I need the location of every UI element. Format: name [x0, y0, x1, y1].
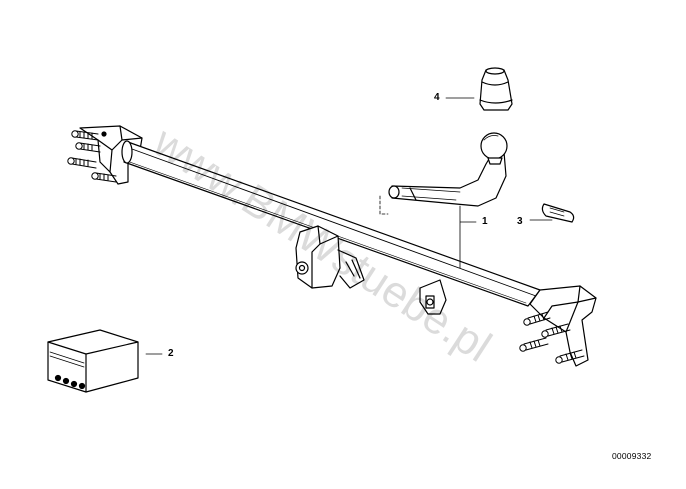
center-mount-bracket [295, 225, 365, 289]
bolt [75, 142, 101, 153]
part-label-4: 4 [434, 92, 440, 103]
bolt [555, 349, 585, 364]
part-label-1: 1 [482, 216, 488, 227]
leader-line-1-dash [379, 195, 389, 215]
main-cross-tube [121, 140, 541, 307]
ball-cap [479, 67, 513, 111]
document-number: 00009332 [612, 451, 652, 461]
bolt [71, 130, 99, 141]
right-bolts [519, 311, 585, 364]
part-label-2: 2 [168, 348, 174, 359]
bolt [523, 311, 551, 326]
socket-mount [419, 279, 447, 315]
bolt [541, 323, 571, 338]
leader-lines [145, 97, 553, 355]
spacer-pin [541, 203, 575, 223]
leader-line-1 [459, 205, 477, 269]
right-mounting-bracket [529, 285, 597, 367]
bolt [67, 157, 97, 169]
electrical-kit-box [47, 329, 139, 393]
part-label-3: 3 [517, 216, 523, 227]
bolt [91, 172, 117, 183]
tow-ball-neck [388, 132, 508, 207]
bolt [519, 337, 549, 352]
left-bolts [67, 130, 117, 183]
